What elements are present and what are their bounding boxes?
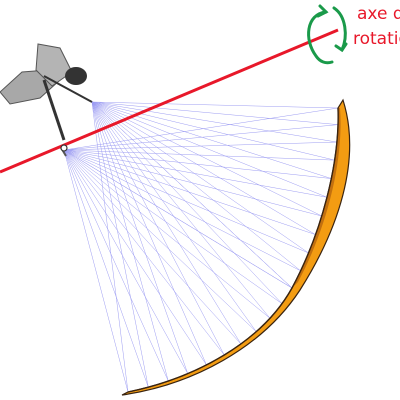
suspension-line: [91, 101, 322, 217]
suspension-line: [63, 149, 328, 198]
suspension-line: [91, 101, 283, 304]
suspension-line: [63, 149, 257, 332]
suspension-line: [91, 101, 169, 382]
harness-strap: [42, 79, 66, 141]
suspension-line: [91, 101, 335, 161]
suspension-line: [91, 101, 129, 393]
suspension-line: [91, 101, 301, 272]
pilot-icon: [0, 43, 93, 157]
suspension-line: [63, 149, 283, 304]
suspension-line: [91, 101, 309, 254]
axis-label-line-2: rotatio: [353, 29, 400, 49]
attachment-point: [60, 144, 68, 152]
suspension-line: [63, 149, 301, 272]
suspension-line: [63, 149, 316, 235]
suspension-line: [91, 101, 207, 365]
suspension-line: [63, 149, 149, 388]
wing-leading-edge: [127, 107, 339, 393]
suspension-line: [91, 101, 332, 179]
pilot-helmet: [65, 67, 87, 85]
suspension-line: [63, 124, 339, 151]
suspension-line: [63, 149, 169, 382]
suspension-line: [91, 101, 271, 319]
suspension-line: [63, 149, 309, 254]
suspension-line: [91, 101, 293, 289]
suspension-line: [91, 101, 188, 374]
suspension-line: [63, 149, 129, 393]
suspension-line: [63, 149, 207, 366]
suspension-lines: [63, 101, 339, 393]
suspension-line: [63, 149, 242, 345]
rotation-arrow-icon: [307, 4, 348, 65]
rotation-axis-line: [0, 28, 339, 174]
suspension-line: [63, 149, 293, 289]
suspension-line: [63, 149, 225, 356]
suspension-line: [91, 101, 149, 388]
wing-canopy: [121, 98, 351, 396]
suspension-line: [91, 101, 339, 125]
suspension-line: [63, 149, 332, 179]
suspension-line: [91, 101, 257, 332]
suspension-line: [91, 101, 339, 109]
suspension-line: [91, 101, 225, 356]
riser-strap: [43, 75, 93, 103]
paraglider-wing-icon: [121, 98, 351, 396]
suspension-line: [91, 101, 242, 345]
suspension-line: [63, 149, 322, 217]
suspension-line: [91, 101, 316, 235]
suspension-line: [63, 149, 188, 374]
suspension-line: [91, 101, 337, 143]
axis-label-line-1: axe d: [357, 4, 400, 24]
suspension-line: [63, 149, 271, 319]
